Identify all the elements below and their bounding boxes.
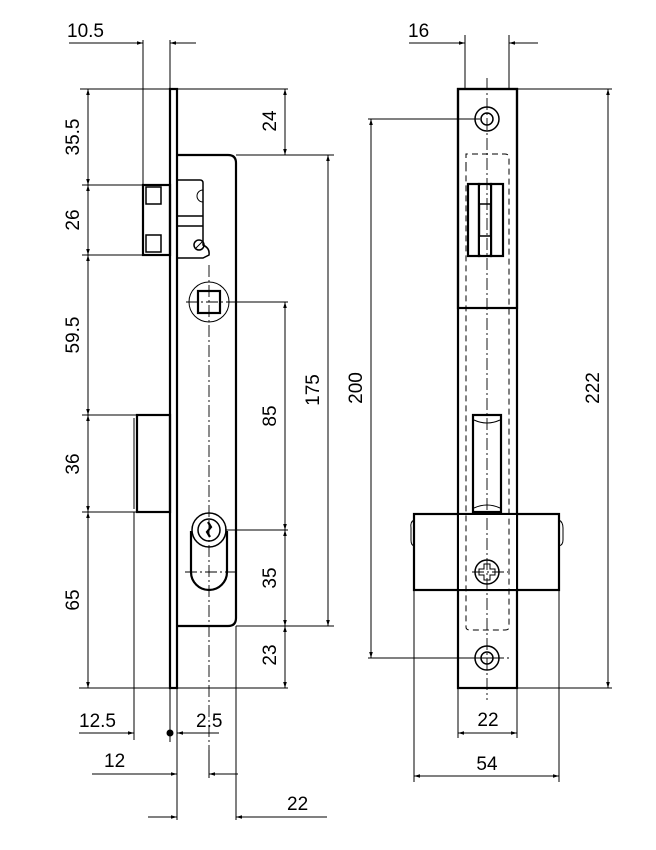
dim-bolt-height: 36	[63, 453, 84, 474]
dim-faceplate-inner-width: 16	[408, 21, 429, 42]
dim-faceplate-height: 222	[583, 372, 604, 404]
dim-backset: 12	[104, 751, 125, 772]
dim-top-to-latch: 35.5	[63, 119, 84, 156]
dim-top-width: 10.5	[67, 21, 104, 42]
dim-faceplate-thickness: 2.5	[196, 711, 222, 732]
dim-case-bottom-to-plate-bottom: 23	[260, 644, 281, 665]
bolt-throw	[410, 512, 564, 592]
dim-latch-to-bolt: 59.5	[63, 317, 84, 354]
dim-bolt-projection: 12.5	[79, 711, 116, 732]
dim-bolt-to-bottom: 65	[63, 589, 84, 610]
dim-latch-height: 26	[63, 209, 84, 230]
lock-case	[177, 153, 238, 628]
hidden-case-outline	[465, 153, 510, 631]
dim-faceplate-width: 22	[477, 710, 498, 731]
deadbolt	[133, 413, 172, 514]
dim-case-depth: 22	[287, 794, 308, 815]
reference-point-icon	[166, 729, 174, 737]
dim-handle-to-cylinder: 85	[260, 405, 281, 426]
latch-screw-icon	[193, 239, 205, 251]
front-view: 16 200 222 22 54	[346, 21, 612, 782]
faceplate	[168, 87, 179, 690]
dim-faceplate-to-case-top: 24	[260, 110, 281, 132]
latch	[141, 179, 210, 259]
dim-cylinder-to-case-bottom: 35	[260, 567, 281, 588]
dim-screw-hole-spacing: 200	[346, 372, 367, 404]
dim-case-height: 175	[303, 374, 324, 406]
side-view: 10.5 35.5 26 59.5 36 65 24 85 35 23 175 …	[63, 21, 334, 820]
front-latch	[466, 182, 505, 258]
dim-bolt-throw-width: 54	[476, 754, 498, 775]
